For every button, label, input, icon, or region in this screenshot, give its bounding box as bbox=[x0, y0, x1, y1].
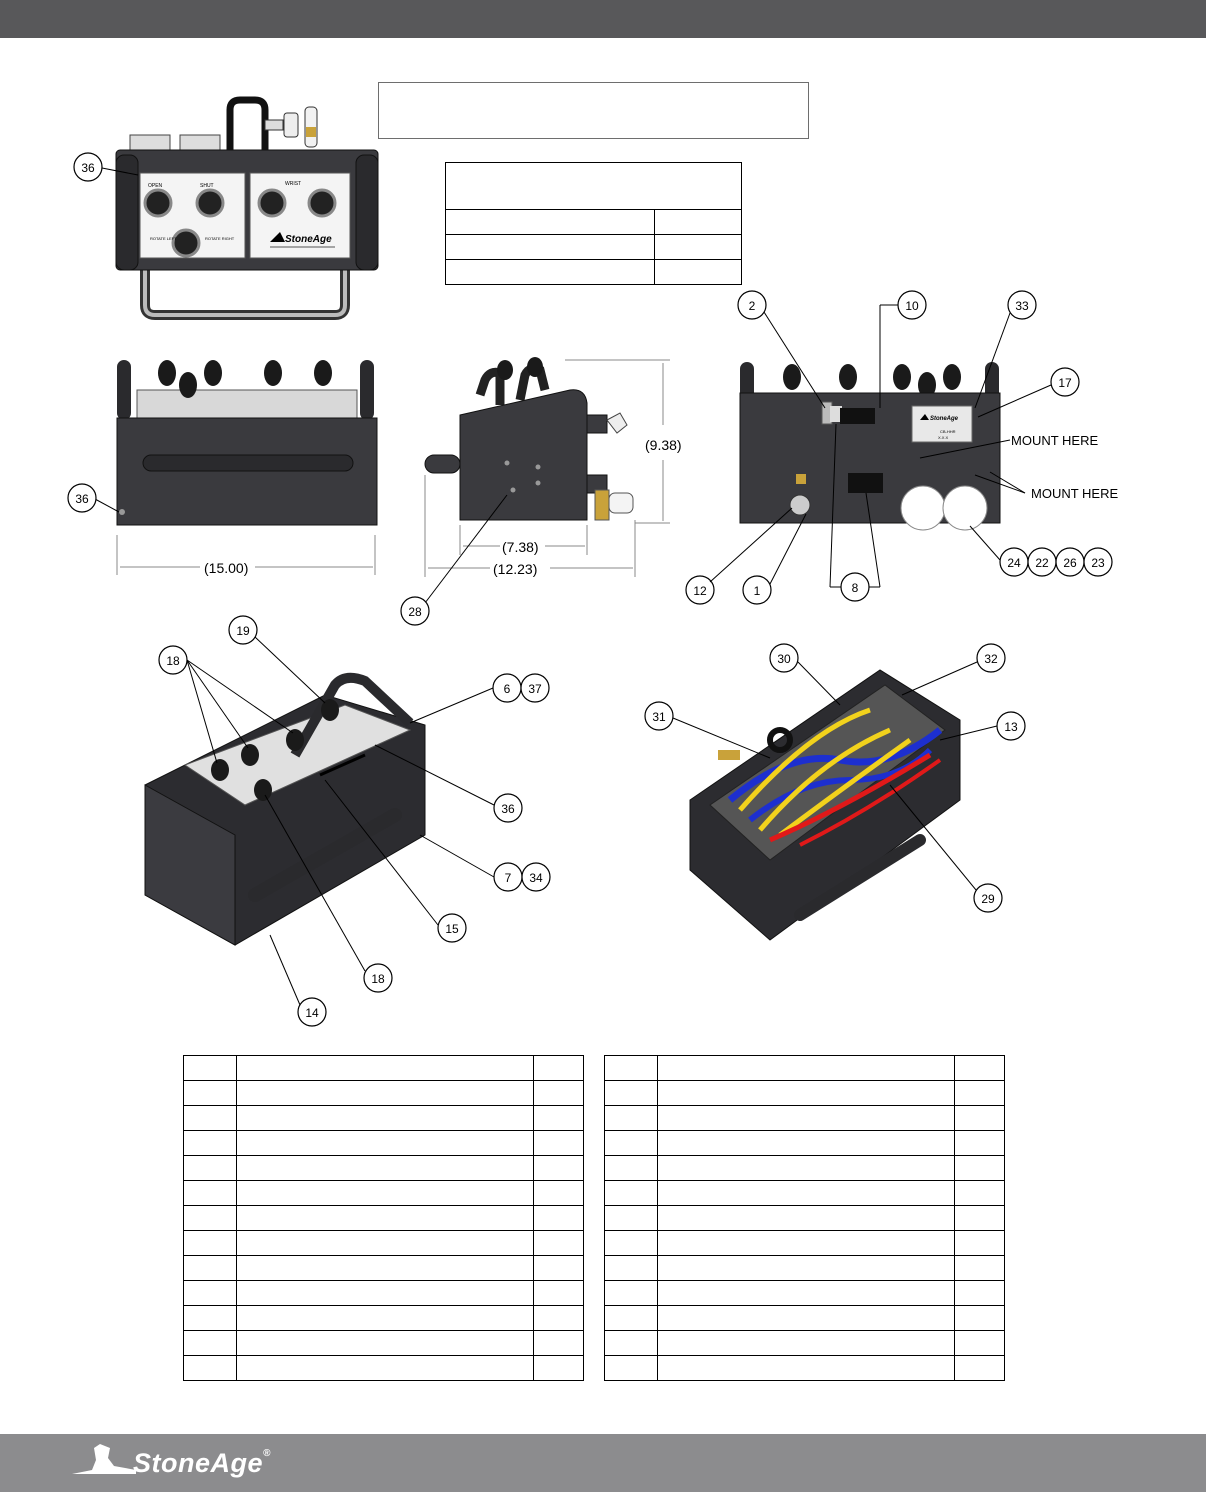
back-view: StoneAge CB-HHR X.X.X 2 10 33 17 12 1 8 … bbox=[680, 290, 1140, 610]
label-open: OPEN bbox=[148, 183, 163, 189]
label-wrist: WRIST bbox=[285, 181, 301, 187]
callout-17: 17 bbox=[1058, 376, 1072, 390]
callout-36-top: 36 bbox=[81, 161, 95, 175]
label-shut: SHUT bbox=[200, 183, 214, 189]
nameplate-model: CB-HHR bbox=[940, 429, 956, 434]
callout-30: 30 bbox=[777, 652, 791, 666]
nameplate-logo: StoneAge bbox=[930, 416, 959, 422]
panel-logo-text: StoneAge bbox=[285, 234, 332, 245]
callout-26: 26 bbox=[1063, 556, 1077, 570]
footer-banner bbox=[0, 1434, 1206, 1492]
callout-34: 34 bbox=[529, 871, 543, 885]
label-rotate-left: ROTATE LEFT bbox=[150, 236, 177, 241]
callout-24: 24 bbox=[1007, 556, 1021, 570]
footer-logo-text: StoneAge® bbox=[133, 1448, 271, 1478]
top-view: OPEN SHUT WRIST ROTATE LEFT ROTATE RIGHT… bbox=[60, 95, 400, 325]
title-box bbox=[378, 82, 809, 139]
parts-table-left bbox=[183, 1055, 584, 1381]
dim-depth-inner: (7.38) bbox=[502, 539, 539, 555]
spec-table bbox=[445, 162, 742, 285]
parts-table-right bbox=[604, 1055, 1005, 1381]
callout-22: 22 bbox=[1035, 556, 1049, 570]
callout-23: 23 bbox=[1091, 556, 1105, 570]
callout-36-iso: 36 bbox=[501, 802, 515, 816]
nameplate-rev: X.X.X bbox=[938, 435, 949, 440]
callout-12: 12 bbox=[693, 584, 707, 598]
dim-height: (9.38) bbox=[645, 437, 682, 453]
callout-28: 28 bbox=[408, 605, 422, 619]
callout-36-side: 36 bbox=[75, 492, 89, 506]
callout-15: 15 bbox=[445, 922, 459, 936]
top-banner bbox=[0, 0, 1206, 38]
side-view: 28 bbox=[395, 355, 695, 630]
mount-here-note-2: MOUNT HERE bbox=[1031, 486, 1119, 501]
callout-8: 8 bbox=[852, 581, 859, 595]
callout-6: 6 bbox=[504, 682, 511, 696]
callout-29: 29 bbox=[981, 892, 995, 906]
callout-31: 31 bbox=[652, 710, 666, 724]
callout-32: 32 bbox=[984, 652, 998, 666]
stoneage-logo-icon bbox=[72, 1444, 136, 1474]
dim-width: (15.00) bbox=[204, 560, 249, 576]
iso-view-right: 30 32 31 13 29 bbox=[640, 640, 1040, 950]
callout-1: 1 bbox=[754, 584, 761, 598]
callout-33: 33 bbox=[1015, 299, 1029, 313]
callout-18-top: 18 bbox=[166, 654, 180, 668]
callout-14: 14 bbox=[305, 1006, 319, 1020]
front-view: 36 bbox=[55, 355, 390, 585]
callout-2: 2 bbox=[749, 299, 756, 313]
mount-here-note-1: MOUNT HERE bbox=[1011, 433, 1099, 448]
callout-13: 13 bbox=[1004, 720, 1018, 734]
iso-view-left: 19 18 6 37 36 7 34 15 18 14 bbox=[125, 615, 555, 1030]
callout-18-bottom: 18 bbox=[371, 972, 385, 986]
callout-37: 37 bbox=[528, 682, 542, 696]
dim-depth-overall: (12.23) bbox=[493, 561, 538, 577]
callout-19: 19 bbox=[236, 624, 250, 638]
label-rotate-right: ROTATE RIGHT bbox=[205, 236, 235, 241]
callout-10: 10 bbox=[905, 299, 919, 313]
callout-7: 7 bbox=[505, 871, 512, 885]
